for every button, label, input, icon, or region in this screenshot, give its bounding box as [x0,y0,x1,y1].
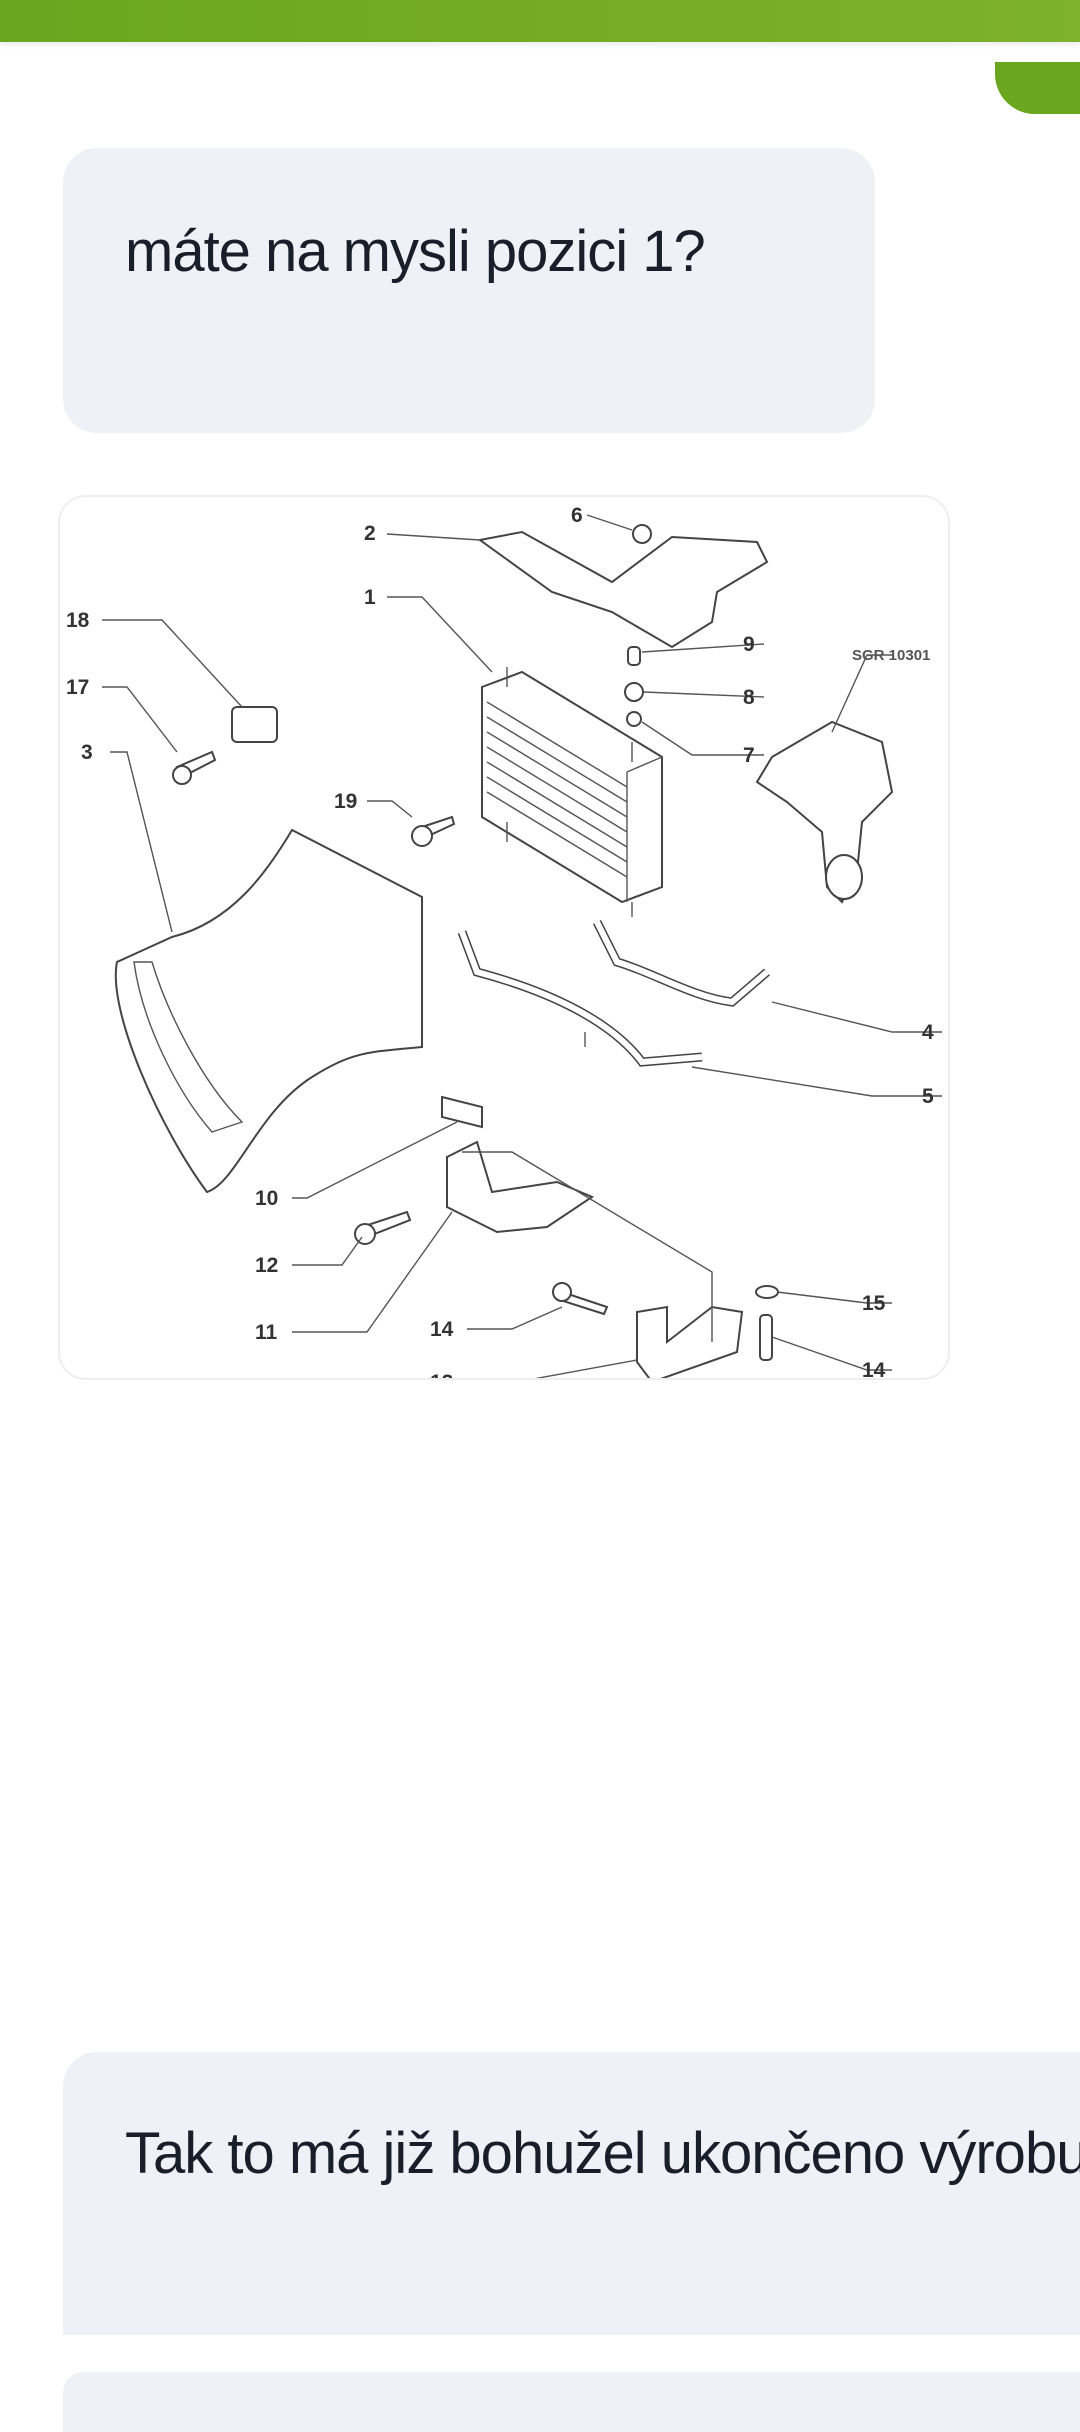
diagram-label: 8 [743,686,755,709]
parts-diagram-image: 2 6 1 18 17 3 9 8 7 SGR 10301 19 4 5 10 … [66,504,942,1380]
app-header-bar [0,0,1080,42]
diagram-label: 13 [430,1371,453,1380]
message-text: máte na mysli pozici 1? [125,219,706,284]
part-bolt [759,1314,773,1361]
diagram-label: 3 [81,741,93,764]
part-nut [632,524,652,544]
part-air-duct [114,828,423,1194]
diagram-label: 15 [862,1292,886,1315]
diagram-label: 11 [255,1321,278,1344]
diagram-label: 1 [364,586,376,609]
part-mounting-bracket [446,1140,595,1234]
diagram-label: 17 [66,676,89,699]
diagram-label: 9 [743,633,755,656]
diagram-label: 12 [255,1254,278,1277]
diagram-label: 19 [334,790,357,813]
diagram-label: 7 [743,744,755,767]
part-oil-cooler [481,667,663,917]
diagram-label: 14 [862,1359,886,1380]
received-image-message[interactable]: 2 6 1 18 17 3 9 8 7 SGR 10301 19 4 5 10 … [58,495,950,1380]
message-text: Tak to má již bohužel ukončeno výrobu [125,2121,1080,2186]
part-rubber-block [441,1095,483,1129]
part-seal [626,711,642,727]
diagram-label: 4 [922,1021,934,1044]
diagram-label: 18 [66,609,90,632]
leader-lines [102,514,942,1378]
diagram-code: SGR 10301 [852,647,930,664]
diagram-label: 5 [922,1085,934,1108]
diagram-label: 6 [571,504,583,527]
part-pump [755,720,894,904]
received-message-bubble[interactable]: Tak to má již bohužel ukončeno výrobu [63,2052,1080,2335]
part-seal [624,682,644,702]
part-bracket [636,1305,744,1378]
diagram-label: 2 [364,522,376,545]
part-seal [627,646,641,666]
received-message-bubble[interactable]: máte na mysli pozici 1? [63,148,875,433]
diagram-label: 10 [255,1187,278,1210]
sent-message-bubble-partial[interactable] [995,62,1080,114]
diagram-label: 14 [430,1318,454,1341]
received-message-bubble-partial[interactable] [63,2372,1080,2432]
part-pipe [457,930,703,1067]
part-clip [231,706,278,743]
part-bracket [477,530,769,649]
part-washer [755,1285,779,1299]
